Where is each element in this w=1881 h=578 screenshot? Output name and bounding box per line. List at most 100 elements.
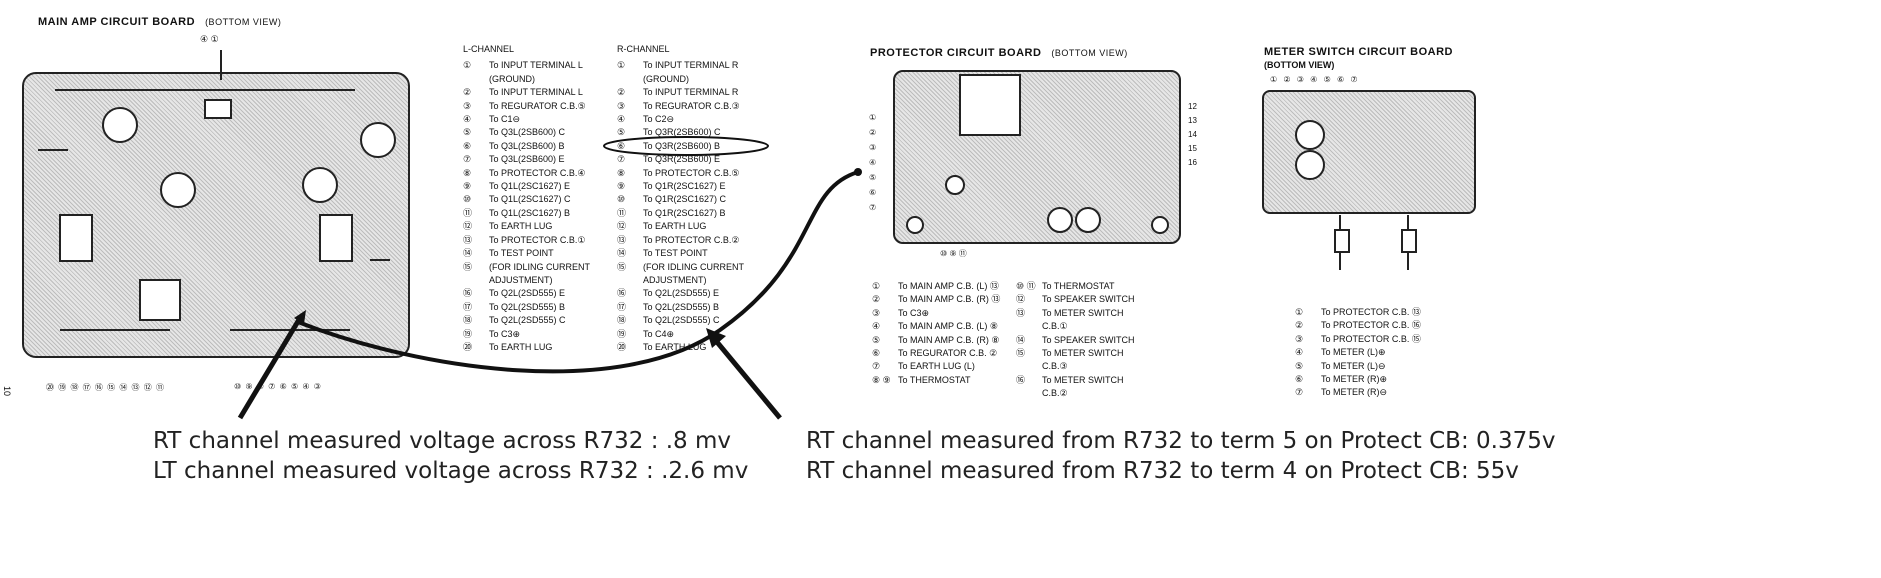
protector-right-pin: 16: [1188, 158, 1197, 167]
protector-right-pin: 15: [1188, 144, 1197, 153]
main-amp-bottom-pins-right: ⑩ ⑨ ⑧ ⑦ ⑥ ⑤ ④ ③: [234, 382, 322, 391]
l-channel-item-number: ③: [463, 100, 472, 111]
l-channel-item-text: To Q1L(2SC1627) E: [489, 181, 571, 192]
protector-item-number: ⑬: [1016, 307, 1026, 318]
protector-left-pin: ⑤: [869, 173, 877, 182]
connecting-wire: [297, 170, 859, 374]
r-channel-item-number: ⑳: [617, 341, 627, 352]
protector-item-number: ⑥: [872, 348, 881, 359]
protector-item-number: ⑤: [872, 334, 881, 345]
l-channel-item-number: ⑳: [463, 341, 473, 352]
r-channel-item-text: To PROTECTOR C.B.②: [643, 234, 740, 245]
r-channel-item-text: To C4⊕: [643, 328, 675, 339]
r-channel-item-text: ADJUSTMENT): [643, 274, 707, 285]
r-channel-item-text: To TEST POINT: [643, 248, 708, 259]
meter-switch-list: ① To PROTECTOR C.B. ⑬ ② To PROTECTOR C.B. ⑯…: [1295, 306, 1421, 400]
protector-item-text: To C3⊕: [898, 307, 930, 318]
r-channel-item-text: To INPUT TERMINAL R: [643, 60, 739, 71]
main-amp-view-label: (BOTTOM VIEW): [205, 17, 282, 27]
r-channel-item-number: ⑥: [617, 140, 626, 151]
protector-left-pin: ⑦: [869, 203, 877, 212]
note-rt-across-r732: RT channel measured voltage across R732 …: [153, 428, 732, 454]
r-channel-item-number: ⑰: [617, 301, 627, 312]
l-channel-item-number: ④: [463, 114, 472, 125]
r-channel-item-row: ⑱ To Q2L(2SD555) C: [617, 314, 744, 327]
protector-item-text: C.B.②: [1042, 388, 1068, 399]
wire-end-dot: [854, 168, 862, 176]
meter-switch-item-number: ①: [1295, 307, 1304, 317]
r-channel-item-text: To Q3R(2SB600) C: [643, 127, 721, 138]
r-channel-item-text: To C2⊖: [643, 114, 675, 125]
l-channel-item-text: To Q2L(2SD555) E: [489, 288, 566, 299]
protector-item-text: To METER SWITCH: [1042, 348, 1124, 359]
r-channel-item-text: To EARTH LUG: [643, 221, 707, 232]
r-channel-item-number: ⑦: [617, 154, 626, 165]
l-channel-item-text: To EARTH LUG: [489, 221, 553, 232]
main-amp-title-text: MAIN AMP CIRCUIT BOARD: [38, 16, 196, 28]
r-channel-item-text: To Q3R(2SB600) E: [643, 154, 721, 165]
protector-item-number: ①: [872, 281, 881, 291]
r-channel-item-row: ⑦ To Q3R(2SB600) E: [617, 153, 744, 166]
r-channel-item-number: ⑭: [617, 248, 627, 259]
meter-switch-item-text: To PROTECTOR C.B. ⑯: [1321, 320, 1421, 331]
protector-item-text: To METER SWITCH: [1042, 374, 1124, 385]
protector-left-pin: ④: [869, 158, 877, 167]
meter-switch-view-label: (BOTTOM VIEW): [1264, 60, 1335, 70]
l-channel-header: L-CHANNEL: [463, 44, 515, 54]
l-channel-item-row: ① To INPUT TERMINAL L: [463, 59, 590, 72]
r-channel-item-text: To Q2L(2SD555) E: [643, 288, 720, 299]
protector-item-number: ⑭: [1016, 334, 1026, 345]
l-channel-item-row: ⑫ To EARTH LUG: [463, 220, 590, 233]
meter-switch-components: [1295, 120, 1417, 270]
protector-item-number: ②: [872, 294, 881, 305]
l-channel-item-text: To PROTECTOR C.B.④: [489, 167, 586, 178]
protector-item-number: ⑫: [1016, 294, 1026, 305]
l-channel-item-text: (FOR IDLING CURRENT: [489, 261, 590, 272]
r-channel-item-number: ⑮: [617, 261, 627, 272]
meter-switch-item-number: ⑦: [1295, 387, 1304, 398]
r-channel-item-number: ⑨: [617, 181, 626, 192]
protector-item-text: To EARTH LUG (L): [898, 361, 975, 372]
l-channel-item-number: ⑫: [463, 221, 473, 232]
r-channel-item-text: To Q2L(2SD555) C: [643, 315, 720, 326]
protector-view-label: (BOTTOM VIEW): [1051, 48, 1128, 58]
protector-item-number: ⑩ ⑪: [1016, 281, 1036, 291]
l-channel-item-text: To INPUT TERMINAL L: [489, 60, 583, 71]
meter-switch-item-number: ②: [1295, 320, 1304, 331]
meter-switch-item-number: ⑤: [1295, 360, 1304, 371]
meter-switch-item-text: To PROTECTOR C.B. ⑬: [1321, 307, 1421, 317]
protector-board: [893, 70, 1181, 244]
r-channel-item-number: ⑱: [617, 315, 627, 326]
l-channel-item-text: To Q3L(2SB600) B: [489, 140, 565, 151]
l-channel-item-number: ①: [463, 60, 472, 71]
l-channel-item-number: ⑦: [463, 154, 472, 165]
main-amp-title: MAIN AMP CIRCUIT BOARD (BOTTOM VIEW): [38, 16, 281, 28]
protector-item-row: C.B.③: [1016, 360, 1135, 373]
